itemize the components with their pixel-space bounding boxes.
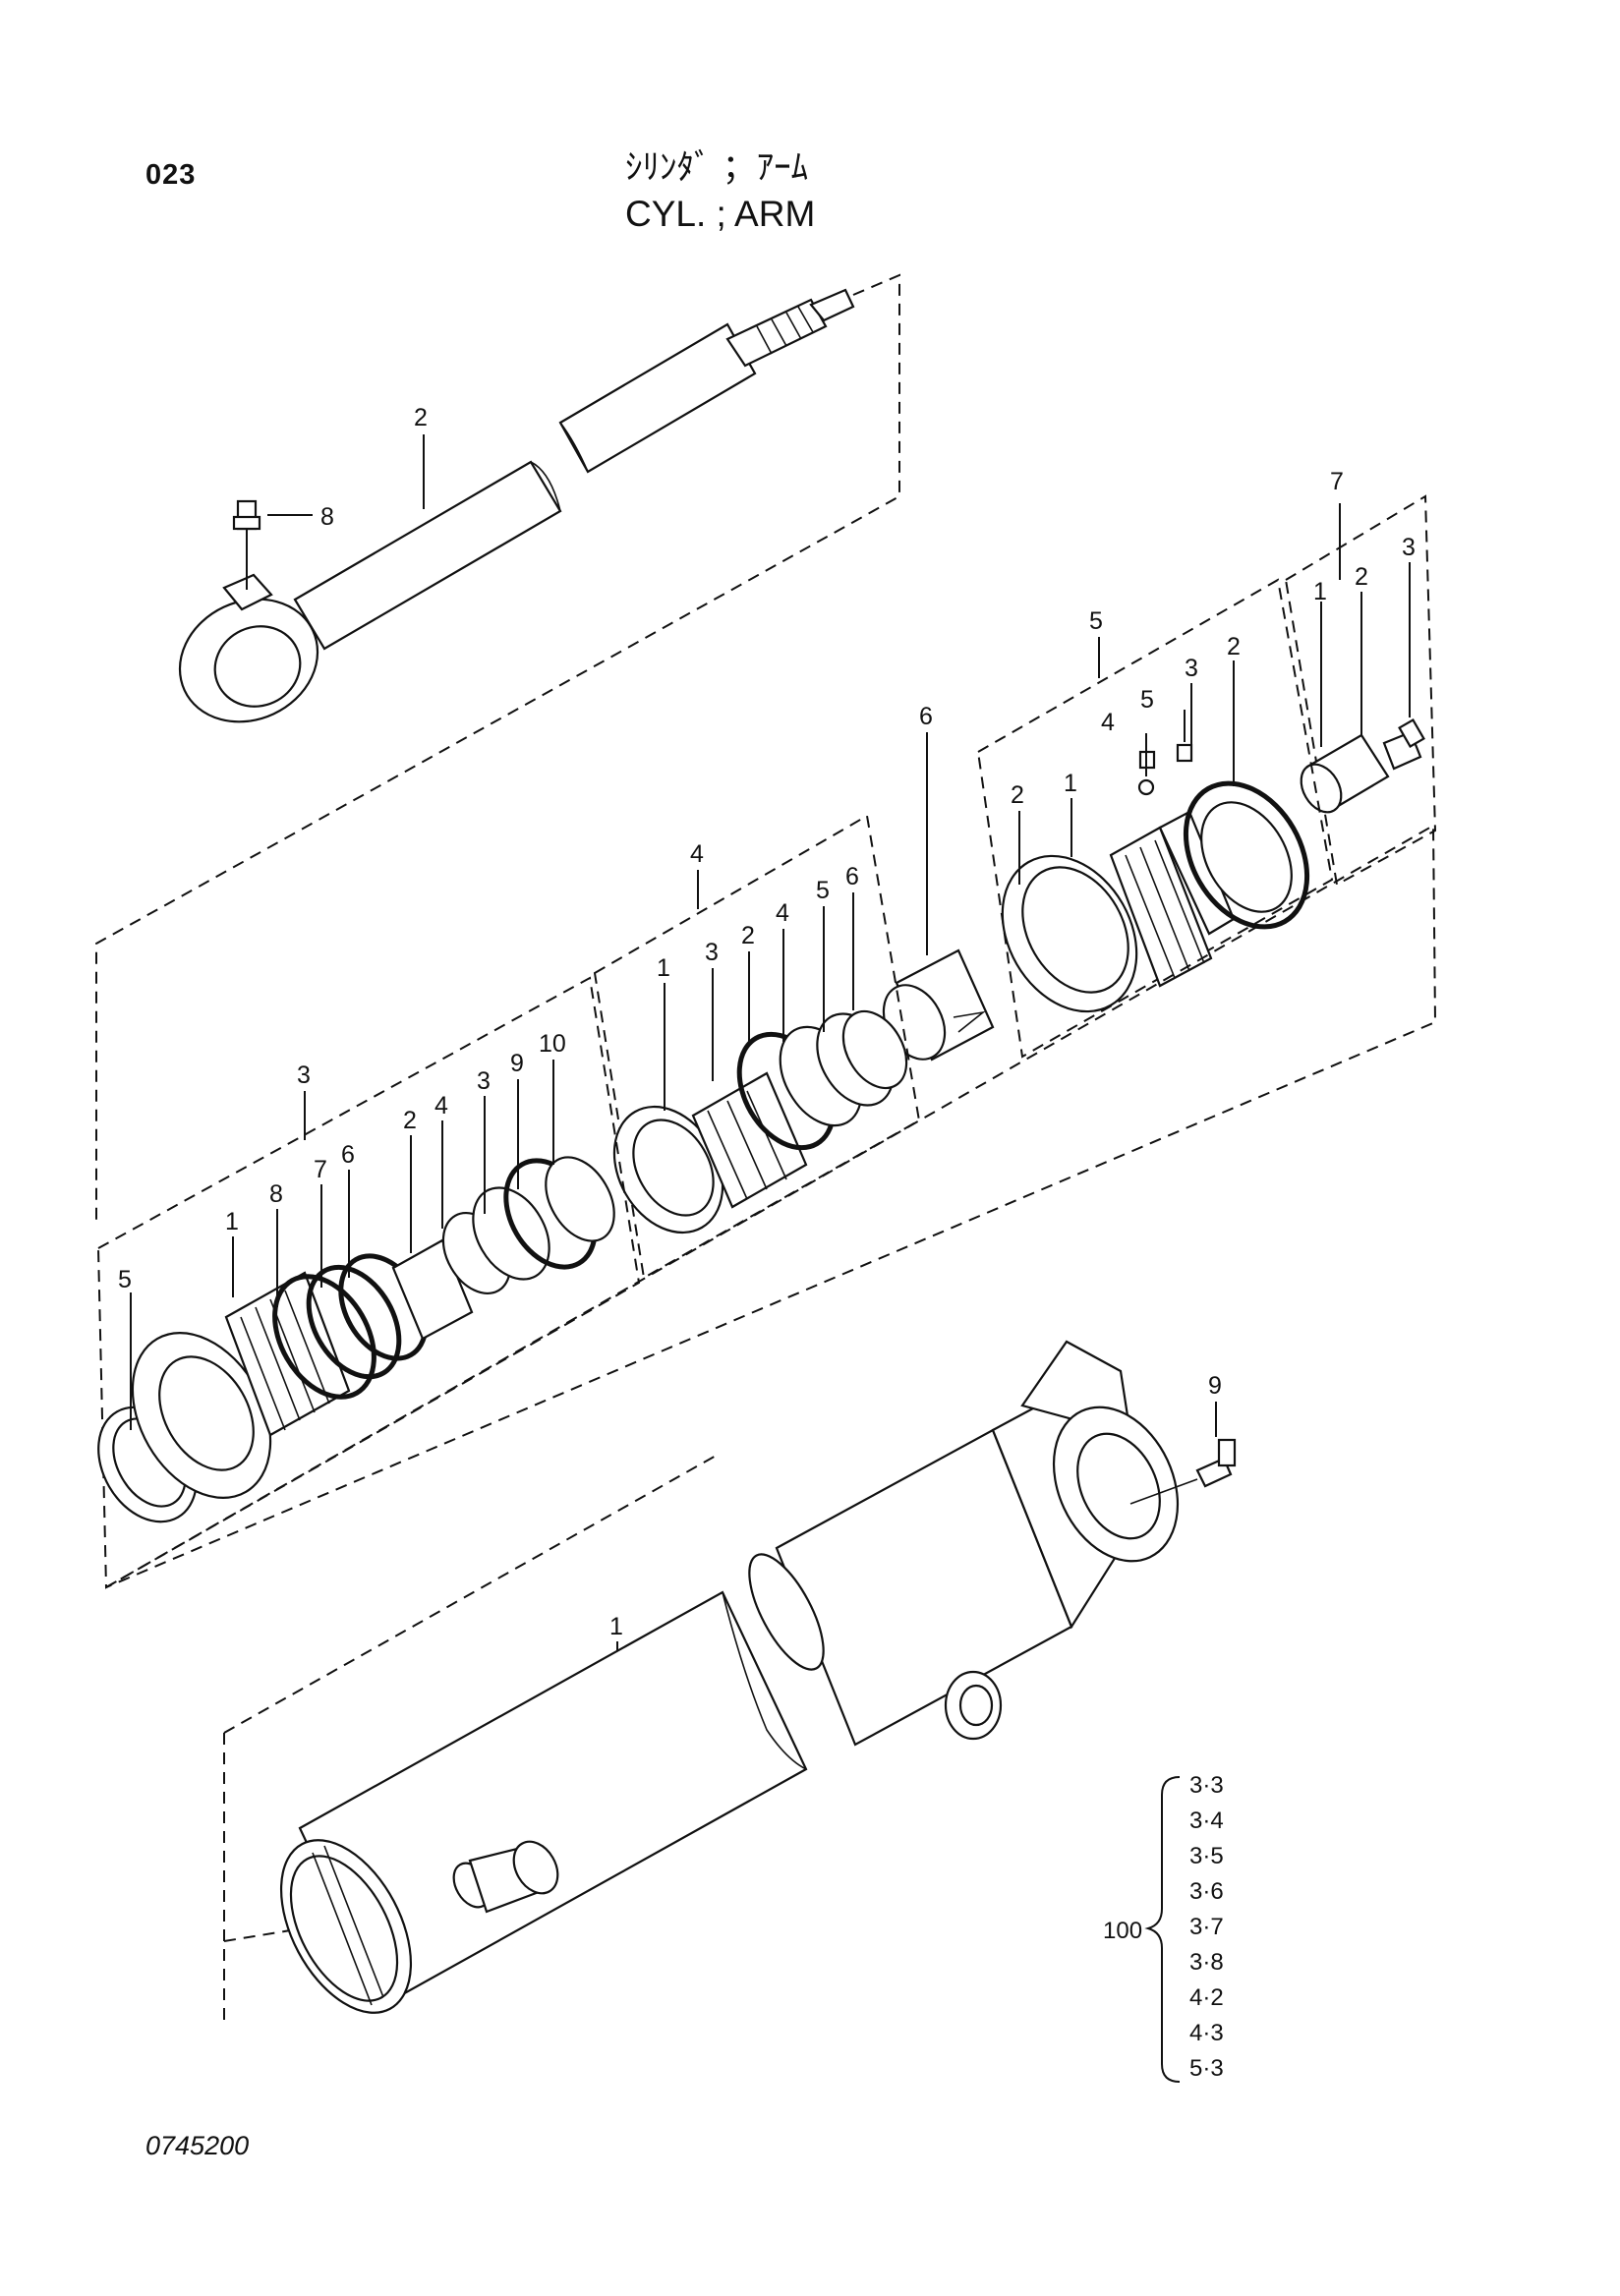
- callout-g4-2: 2: [741, 922, 755, 949]
- callout-g3-2: 2: [403, 1107, 417, 1134]
- seal-kit-item: 4·3: [1189, 2020, 1224, 2046]
- callout-g3-10: 10: [539, 1030, 566, 1058]
- group-4-cushion: 4 1 3 2 4 5 6: [593, 814, 921, 1280]
- seal-kit-item: 3·4: [1189, 1808, 1224, 1834]
- title-japanese: ｼﾘﾝﾀﾞ ；ｱｰﾑ: [625, 148, 809, 188]
- callout-g3-1: 1: [225, 1208, 239, 1235]
- callout-g5-2b: 2: [1227, 633, 1241, 660]
- seal-kit-item: 3·3: [1189, 1772, 1224, 1799]
- group-3-rod-head: 3 5 1 8 7 6 2 4 3 9 10: [96, 824, 1437, 1589]
- seal-kit-item: 3·8: [1189, 1949, 1224, 1976]
- seal-kit-label: 100: [1103, 1918, 1142, 1944]
- callout-part-6: 6: [919, 703, 933, 730]
- callout-g3-5: 5: [118, 1266, 132, 1293]
- seal-kit-item: 3·7: [1189, 1914, 1224, 1940]
- callout-g4-4: 4: [776, 899, 789, 927]
- seal-kit-item: 4·2: [1189, 1984, 1224, 2011]
- group-7-valve: 7 1 2 3: [1284, 468, 1437, 887]
- callout-g4-5: 5: [816, 877, 830, 904]
- seal-kit-item: 3·5: [1189, 1843, 1224, 1869]
- callout-tube: 1: [609, 1613, 623, 1640]
- callout-g3-3: 3: [477, 1067, 491, 1095]
- callout-g3-7: 7: [314, 1156, 327, 1183]
- title-english: CYL. ; ARM: [625, 194, 816, 234]
- callout-g5-2a: 2: [1011, 781, 1024, 809]
- piston-rod: 2 8: [95, 273, 900, 1224]
- drawing-number: 0745200: [145, 2131, 250, 2160]
- callout-g4-3: 3: [705, 939, 719, 966]
- seal-kit-item: 3·6: [1189, 1878, 1224, 1905]
- callout-g4-1: 1: [657, 954, 670, 982]
- callout-g5-4: 4: [1101, 709, 1115, 736]
- callout-grease-nipple-rod: 8: [320, 503, 334, 531]
- callout-g3-4: 4: [434, 1092, 448, 1119]
- callout-grease-fitting-tube: 9: [1208, 1372, 1222, 1400]
- callout-g3-9: 9: [510, 1050, 524, 1077]
- callout-group-7: 7: [1330, 468, 1344, 495]
- callout-g5-1: 1: [1064, 770, 1077, 797]
- seal-kit-item: 5·3: [1189, 2055, 1224, 2082]
- callout-rod: 2: [414, 404, 428, 431]
- callout-g7-2: 2: [1355, 563, 1368, 591]
- callout-g7-3: 3: [1402, 534, 1416, 561]
- callout-g7-1: 1: [1313, 578, 1327, 605]
- callout-g5-5: 5: [1140, 686, 1154, 714]
- callout-g3-8: 8: [269, 1180, 283, 1208]
- callout-group-5: 5: [1089, 607, 1103, 635]
- callout-group-3: 3: [297, 1062, 311, 1089]
- callout-g5-3: 3: [1185, 655, 1198, 682]
- cylinder-tube: 1 9: [223, 1340, 1237, 2023]
- callout-g3-6: 6: [341, 1141, 355, 1169]
- part-6-spacer: 6: [882, 703, 995, 1062]
- group-5-piston: 5 2 1 4 5 3 2: [976, 578, 1334, 1059]
- callout-group-4: 4: [690, 840, 704, 868]
- callout-g4-6: 6: [845, 863, 859, 890]
- page-number: 023: [145, 159, 197, 191]
- seal-kit-list: 100 3·3 3·4 3·5 3·6 3·7 3·8 4·2 4·3 5·3: [1103, 1772, 1224, 2083]
